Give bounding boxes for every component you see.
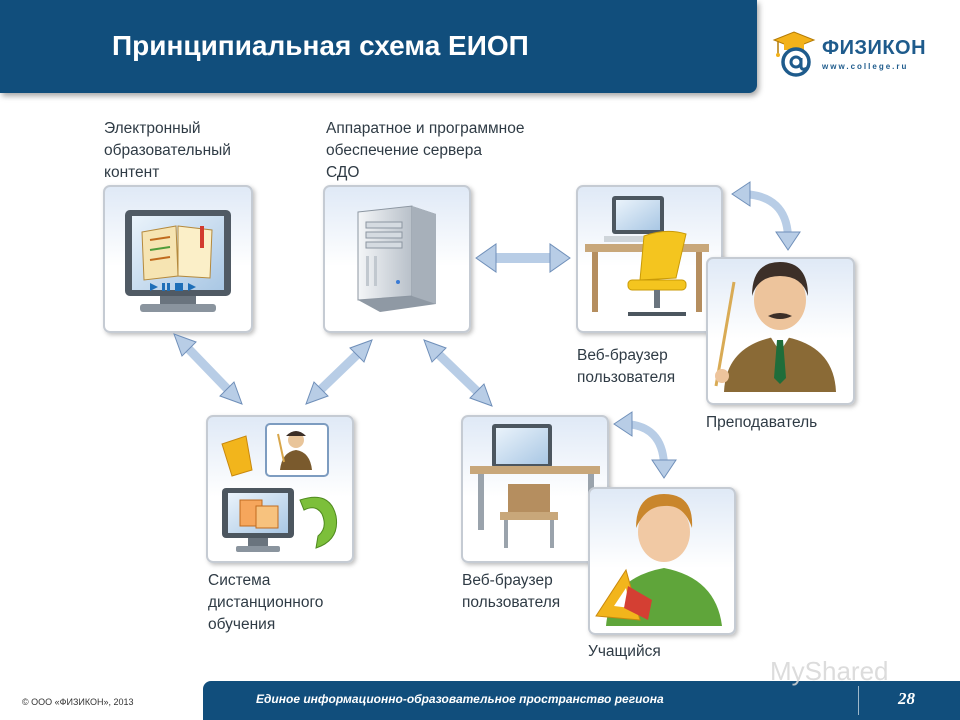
footer-divider [858, 686, 859, 715]
arrow-content-lms [174, 334, 242, 404]
arrow-server-student [424, 340, 492, 406]
arrow-server-teacher [476, 244, 570, 272]
watermark-text: MyShared [770, 656, 889, 687]
copyright-text: © ООО «ФИЗИКОН», 2013 [22, 697, 134, 707]
arrow-browser-teacher-cycle [732, 182, 800, 250]
server-tower-icon [358, 206, 436, 312]
page-number: 28 [898, 689, 915, 709]
arrow-lms-server [306, 340, 372, 404]
arrow-browser-student-cycle [614, 412, 676, 478]
footer-text: Единое информационно-образовательное про… [256, 692, 664, 706]
